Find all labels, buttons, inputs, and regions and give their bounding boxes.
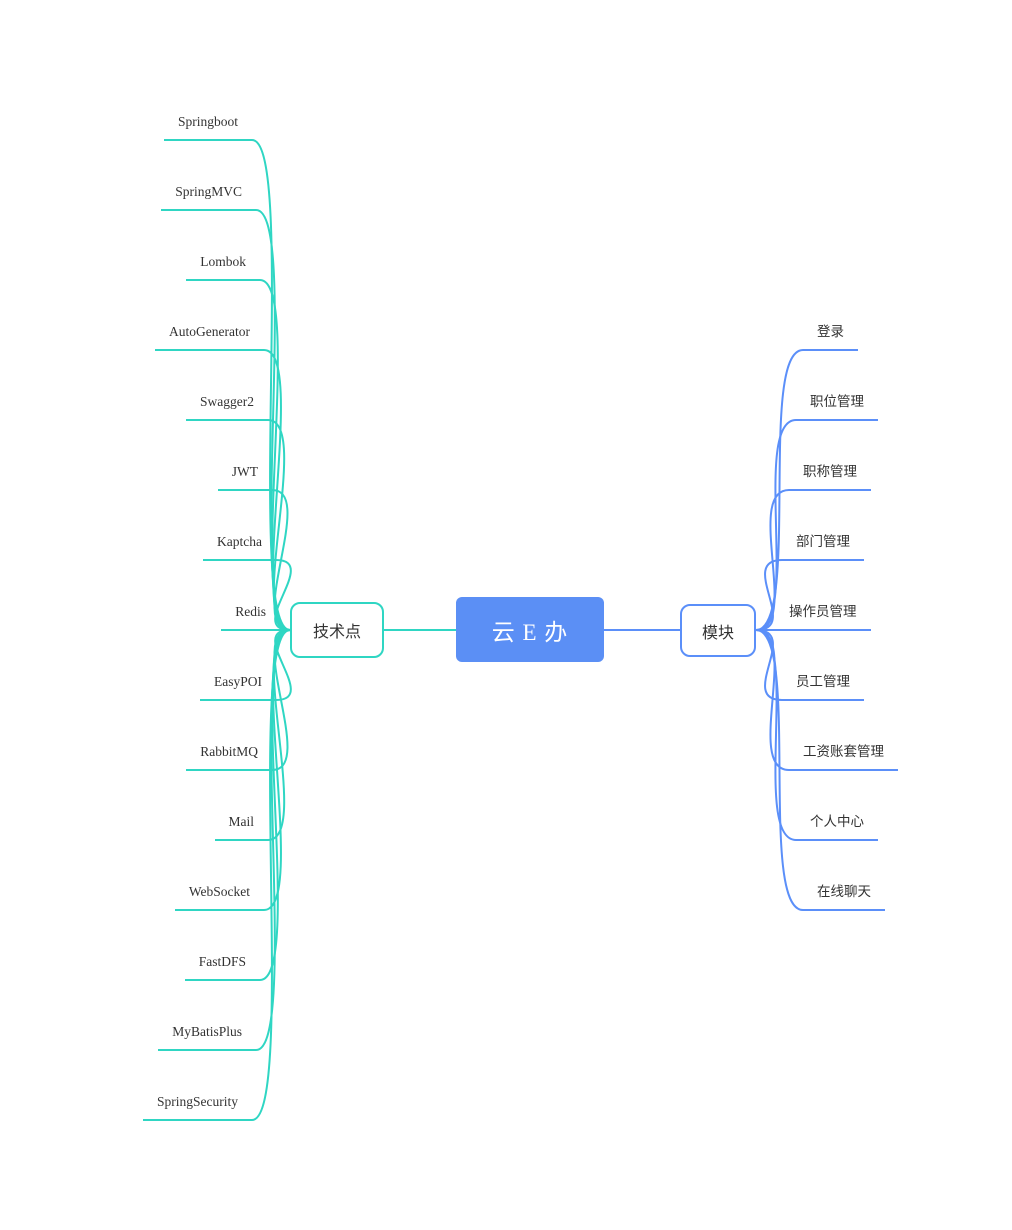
leaf-node[interactable]: 个人中心 bbox=[796, 812, 878, 841]
leaf-node[interactable]: 在线聊天 bbox=[803, 882, 885, 911]
branch-node-tech[interactable]: 技术点 bbox=[290, 602, 384, 658]
connector-edge bbox=[755, 419, 797, 631]
connector-edge bbox=[259, 279, 291, 631]
leaf-node[interactable]: 工资账套管理 bbox=[789, 742, 898, 771]
leaf-node[interactable]: Kaptcha bbox=[203, 532, 276, 561]
leaf-node[interactable]: 职称管理 bbox=[789, 462, 871, 491]
connector-edge bbox=[267, 629, 291, 841]
leaf-node[interactable]: SpringSecurity bbox=[143, 1092, 252, 1121]
leaf-node[interactable]: 部门管理 bbox=[782, 532, 864, 561]
leaf-node[interactable]: Springboot bbox=[163, 112, 252, 141]
leaf-node[interactable]: Mail bbox=[214, 812, 268, 841]
leaf-node[interactable]: 操作员管理 bbox=[775, 602, 871, 631]
leaf-node[interactable]: WebSocket bbox=[174, 882, 264, 911]
leaf-node[interactable]: AutoGenerator bbox=[155, 322, 264, 351]
leaf-node[interactable]: 职位管理 bbox=[796, 392, 878, 421]
leaf-node[interactable]: 员工管理 bbox=[782, 672, 864, 701]
branch-node-modules[interactable]: 模块 bbox=[680, 604, 756, 657]
leaf-node[interactable]: 登录 bbox=[803, 322, 858, 351]
connector-edge bbox=[755, 629, 797, 841]
leaf-node[interactable]: FastDFS bbox=[184, 952, 260, 981]
leaf-node[interactable]: Redis bbox=[221, 602, 280, 631]
leaf-node[interactable]: EasyPOI bbox=[200, 672, 276, 701]
connector-edge bbox=[755, 629, 783, 701]
leaf-node[interactable]: SpringMVC bbox=[161, 182, 256, 211]
leaf-node[interactable]: RabbitMQ bbox=[186, 742, 272, 771]
leaf-node[interactable]: JWT bbox=[217, 462, 272, 491]
connector-edge bbox=[267, 419, 291, 631]
leaf-node[interactable]: Swagger2 bbox=[186, 392, 268, 421]
connector-edge bbox=[251, 629, 291, 1121]
root-node[interactable]: 云 E 办 bbox=[456, 597, 604, 662]
connector-edge bbox=[274, 629, 292, 701]
leaf-node[interactable]: Lombok bbox=[186, 252, 260, 281]
leaf-node[interactable]: MyBatisPlus bbox=[158, 1022, 256, 1051]
